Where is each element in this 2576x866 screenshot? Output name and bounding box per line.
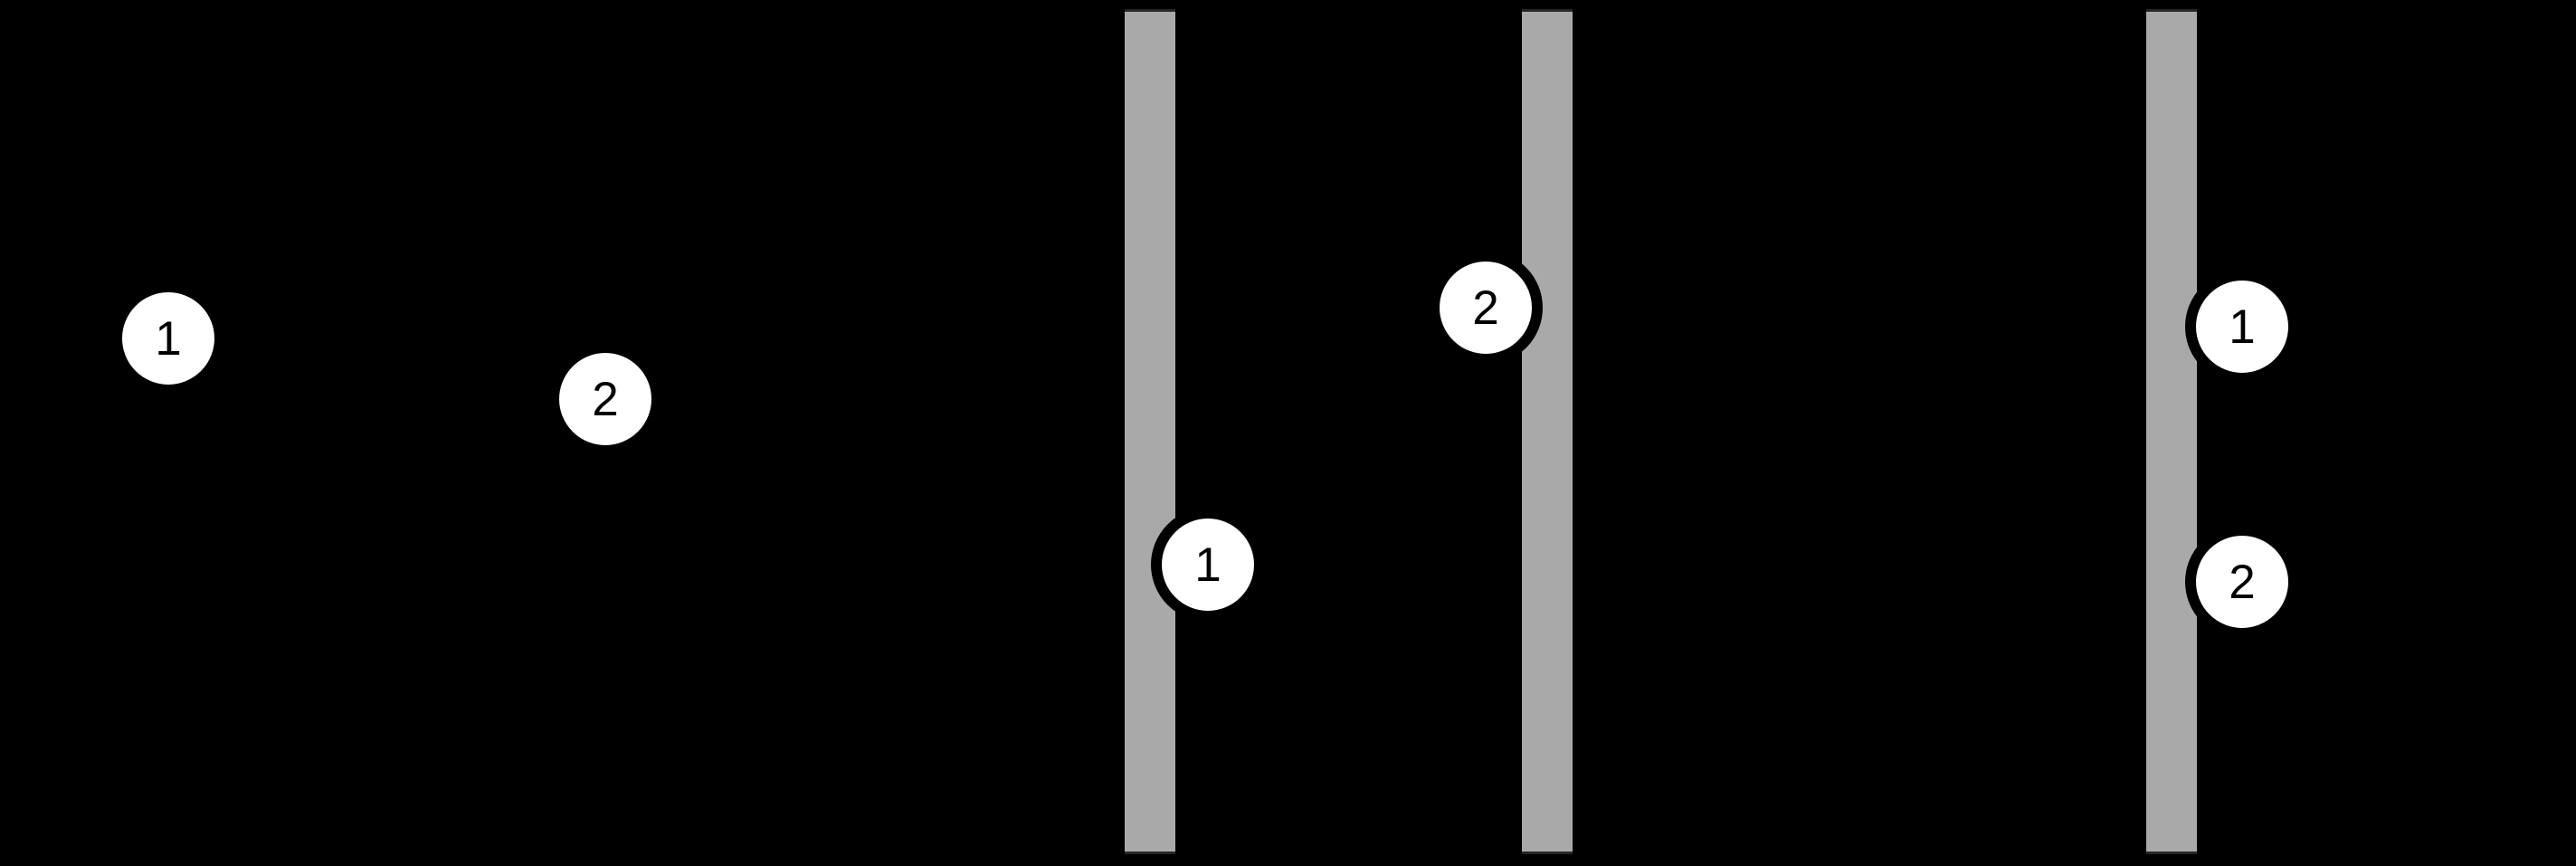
disk-number-label: 1 [1194,538,1221,592]
wall-1 [1125,9,1175,854]
disk-1: 1 [111,281,225,395]
disk-2: 2 [1429,251,1543,365]
disk-2: 2 [548,342,662,456]
disk-number-label: 1 [2229,300,2256,354]
wall-3 [2146,9,2197,854]
disk-number-label: 2 [2229,555,2256,609]
disk-number-label: 2 [592,372,619,426]
wall-2 [1522,9,1573,854]
disk-1: 1 [1151,508,1265,622]
disk-1: 1 [2185,270,2299,384]
disk-number-label: 1 [155,311,182,366]
disk-number-label: 2 [1472,281,1499,335]
disk-2: 2 [2185,525,2299,639]
